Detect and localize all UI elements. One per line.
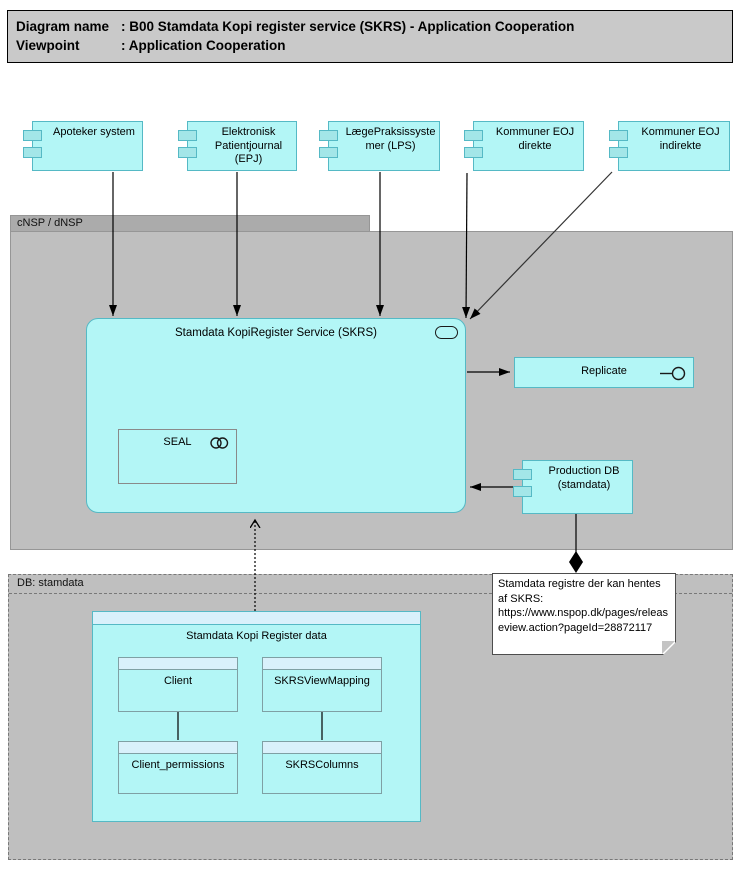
component-label: Elektronisk Patientjournal (EPJ) [214,126,283,165]
data-object-client: Client [118,657,238,712]
viewpoint-row: Viewpoint : Application Cooperation [16,36,724,55]
component-icon [23,130,42,141]
component-kommuner-eoj-indirekte: Kommuner EOJ indirekte [609,121,730,171]
note-text: Stamdata registre der kan hentes af SKRS… [498,578,668,634]
component-icon [464,130,483,141]
viewpoint-value: : Application Cooperation [121,38,286,53]
replicate-label: Replicate [581,365,627,377]
data-object-label: Client [163,675,193,687]
component-apoteker-system: Apoteker system [23,121,143,171]
component-icon [464,147,483,158]
viewpoint-label: Viewpoint [16,38,80,53]
component-production-db: Production DB (stamdata) [513,460,633,514]
component-icon [178,147,197,158]
data-object-band [119,742,237,754]
data-object-skrscolumns: SKRSColumns [262,741,382,794]
seal-label: SEAL [163,436,192,448]
diagram-name-value: : B00 Stamdata Kopi register service (SK… [121,19,575,34]
interface-lollipop-icon [660,366,686,386]
component-icon [609,130,628,141]
component-icon [178,130,197,141]
diagram-title-bar: Diagram name : B00 Stamdata Kopi registe… [7,10,733,63]
component-icon [319,147,338,158]
data-object-band [263,658,381,670]
data-object-label: SKRSViewMapping [274,675,370,687]
diagram-name-label: Diagram name [16,19,110,34]
cnsp-group-tab: cNSP / dNSP [10,215,370,232]
component-label: Kommuner EOJ direkte [495,126,575,152]
component-label: LægePraksissystemer (LPS) [345,126,436,152]
data-object-band [263,742,381,754]
component-label: Kommuner EOJ indirekte [641,126,720,152]
skrs-service-label: Stamdata KopiRegister Service (SKRS) [175,327,377,339]
component-epj: Elektronisk Patientjournal (EPJ) [178,121,297,171]
data-object-band [93,612,420,625]
data-object-label: SKRSColumns [285,759,359,771]
component-label: Production DB (stamdata) [548,465,620,491]
seal-box: SEAL [118,429,237,484]
component-icon [609,147,628,158]
component-icon [513,469,532,480]
data-object-skrsviewmapping: SKRSViewMapping [262,657,382,712]
application-service-icon [435,326,458,339]
component-icon [513,486,532,497]
replicate-box: Replicate [514,357,694,388]
data-object-label: Client_permissions [131,759,225,771]
collaboration-icon [210,436,229,454]
component-icon [319,130,338,141]
component-icon [23,147,42,158]
db-stamdata-group-label: DB: stamdata [9,575,732,594]
data-object-label: Stamdata Kopi Register data [186,630,327,642]
aggregation-diamond [569,551,583,573]
component-label: Apoteker system [53,126,135,138]
data-object-band [119,658,237,670]
component-kommuner-eoj-direkte: Kommuner EOJ direkte [464,121,584,171]
diagram-name-row: Diagram name : B00 Stamdata Kopi registe… [16,17,724,36]
component-lps: LægePraksissystemer (LPS) [319,121,440,171]
note-skrs-registers: Stamdata registre der kan hentes af SKRS… [492,573,676,655]
data-object-client-permissions: Client_permissions [118,741,238,794]
